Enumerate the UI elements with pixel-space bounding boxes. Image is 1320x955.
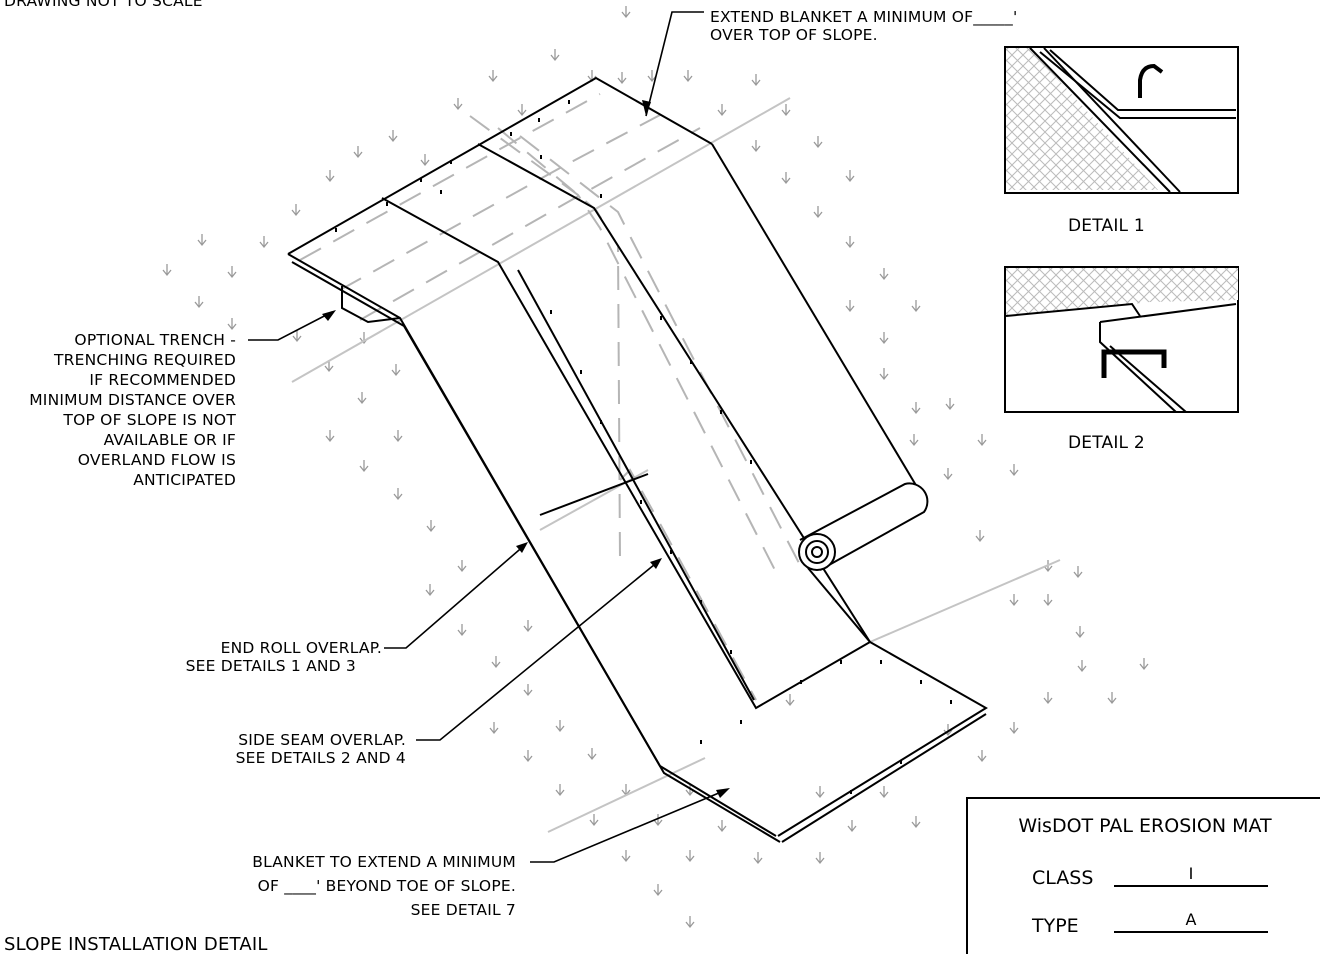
optional-trench-line-2: TRENCHING REQUIRED [54,351,236,369]
detail-1-caption: DETAIL 1 [1068,216,1145,236]
type-label: TYPE [1032,915,1079,937]
optional-trench-line-5: TOP OF SLOPE IS NOT [63,411,236,429]
optional-trench-line-3: IF RECOMMENDED [89,371,236,389]
optional-trench-line-1: OPTIONAL TRENCH - [74,331,236,349]
class-label: CLASS [1032,867,1094,889]
optional-trench-line-8: ANTICIPATED [133,471,236,489]
type-value: A [1114,909,1268,933]
toe-line-3: SEE DETAIL 7 [410,901,516,919]
vegetation-icon-field [162,5,1149,928]
leader-lines [248,11,727,863]
detail-2-caption: DETAIL 2 [1068,433,1145,453]
end-roll-line-1: END ROLL OVERLAP. [220,639,382,657]
erosion-mat-title-block: WisDOT PAL EROSION MAT CLASS I TYPE A [966,797,1320,954]
detail-2-figure [1004,266,1239,413]
blanket-roll-icon [798,482,929,571]
drawing-not-to-scale-note: DRAWING NOT TO SCALE [4,0,203,10]
class-value: I [1114,863,1268,887]
blanket-outline [287,76,988,843]
optional-trench-line-7: OVERLAND FLOW IS [77,451,236,469]
staple-icon [1101,349,1167,378]
side-seam-line-1: SIDE SEAM OVERLAP. [238,731,406,749]
staple-icon [1138,63,1164,98]
end-roll-line-2: SEE DETAILS 1 AND 3 [185,657,356,675]
leader-arrowheads [322,100,730,798]
toe-line-2: OF ____' BEYOND TOE OF SLOPE. [257,877,516,895]
slope-installation-detail-title: SLOPE INSTALLATION DETAIL [4,934,268,955]
staple-dots [335,100,952,794]
title-block-heading: WisDOT PAL EROSION MAT [1018,815,1272,837]
optional-trench-line-6: AVAILABLE OR IF [103,431,236,449]
overlap-dashes [299,93,801,701]
ground-lines [291,97,1061,833]
detail-1-figure [1004,46,1239,194]
extend-top-line-2: OVER TOP OF SLOPE. [710,26,878,44]
extend-top-line-1: EXTEND BLANKET A MINIMUM OF_____' [710,8,1018,26]
optional-trench-line-4: MINIMUM DISTANCE OVER [29,391,236,409]
side-seam-line-2: SEE DETAILS 2 AND 4 [235,749,406,767]
toe-line-1: BLANKET TO EXTEND A MINIMUM [252,853,516,871]
